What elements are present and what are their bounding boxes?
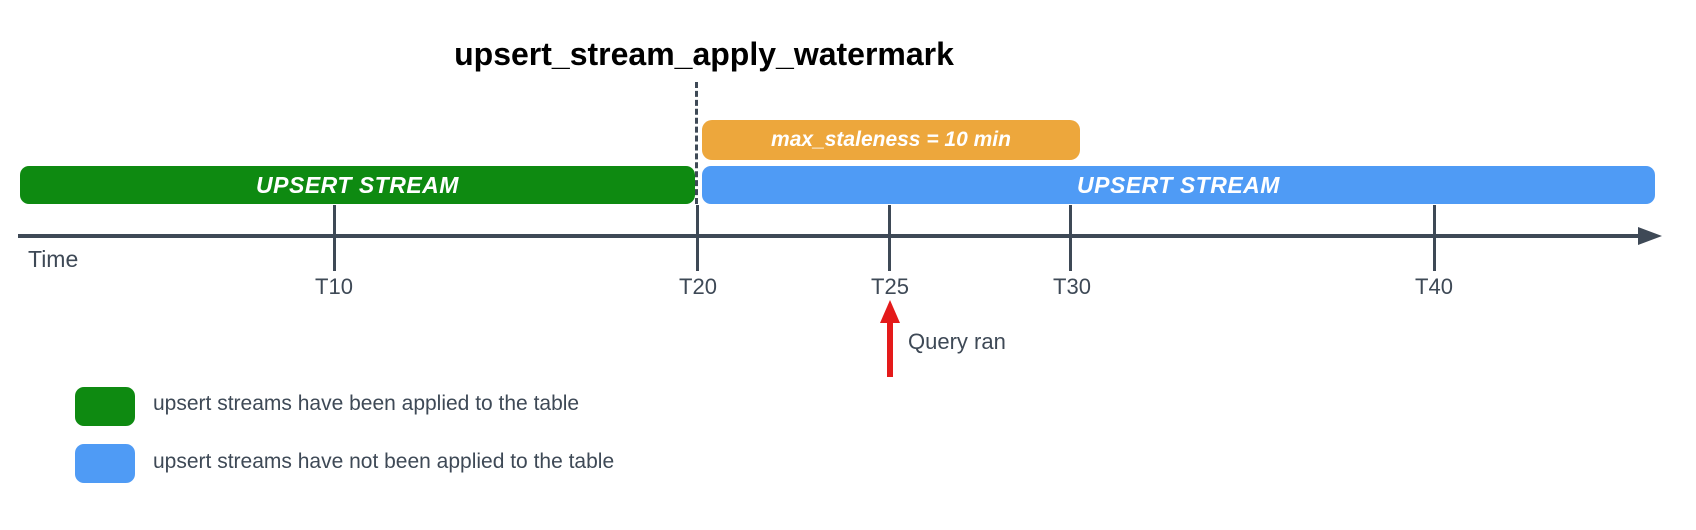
tick-label-t40: T40 — [1415, 274, 1453, 299]
tick-t25 — [888, 205, 891, 271]
max-staleness-box: max_staleness = 10 min — [702, 120, 1080, 160]
query-ran-label: Query ran — [908, 329, 1006, 354]
upsert-stream-applied-label: UPSERT STREAM — [256, 171, 459, 198]
tick-t20 — [696, 205, 699, 271]
tick-label-t25: T25 — [871, 274, 909, 299]
timeline-axis — [18, 234, 1640, 238]
diagram-title: upsert_stream_apply_watermark — [454, 36, 954, 72]
tick-t10 — [333, 205, 336, 271]
legend-swatch-not-applied — [75, 444, 135, 483]
legend-swatch-applied — [75, 387, 135, 426]
tick-label-t10: T10 — [315, 274, 353, 299]
query-ran-arrow-icon — [880, 300, 900, 323]
legend-label-not-applied: upsert streams have not been applied to … — [153, 450, 615, 473]
watermark-dashed-line — [695, 82, 698, 204]
query-ran-arrow-shaft — [887, 320, 893, 377]
tick-t40 — [1433, 205, 1436, 271]
tick-t30 — [1069, 205, 1072, 271]
timeline-arrowhead-icon — [1638, 227, 1662, 245]
upsert-stream-not-applied-label: UPSERT STREAM — [1077, 171, 1280, 198]
upsert-stream-not-applied-bar: UPSERT STREAM — [702, 166, 1655, 204]
max-staleness-label: max_staleness = 10 min — [771, 128, 1011, 151]
tick-label-t20: T20 — [679, 274, 717, 299]
tick-label-t30: T30 — [1053, 274, 1091, 299]
time-axis-label: Time — [28, 246, 79, 272]
legend-label-applied: upsert streams have been applied to the … — [153, 392, 580, 415]
upsert-stream-applied-bar: UPSERT STREAM — [20, 166, 695, 204]
